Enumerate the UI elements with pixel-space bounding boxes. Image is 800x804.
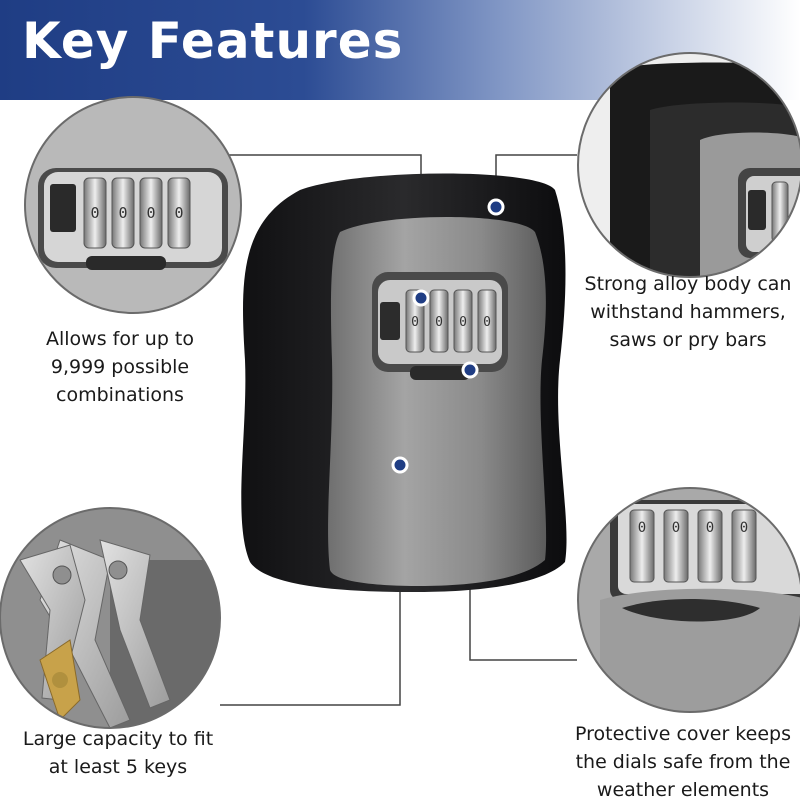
key-lock-box: 0 0 0 0 — [241, 173, 567, 592]
dial-digit: 0 — [459, 315, 467, 330]
dial-digit: 0 — [411, 315, 419, 330]
feature-line: Large capacity to fit — [22, 728, 214, 750]
dials: 0 0 0 0 — [405, 289, 497, 353]
marker-capacity — [391, 456, 409, 474]
marker-combinations — [412, 289, 430, 307]
detail-protective-cover: 0 0 0 0 — [577, 487, 800, 713]
protective-cover-lip — [410, 366, 470, 380]
feature-line: withstand hammers, — [590, 301, 786, 323]
svg-text:0: 0 — [146, 204, 155, 222]
svg-text:0: 0 — [740, 520, 748, 536]
feature-line: Allows for up to — [45, 328, 195, 350]
feature-combinations: Allows for up to 9,999 possible combinat… — [30, 325, 210, 409]
feature-line: 9,999 possible — [50, 356, 190, 378]
dial-digit: 0 — [483, 315, 491, 330]
markers — [391, 198, 505, 474]
svg-text:0: 0 — [706, 520, 714, 536]
feature-line: saws or pry bars — [609, 329, 767, 351]
feature-line: Protective cover keeps — [575, 723, 791, 745]
header-banner: Key Features — [0, 0, 800, 100]
marker-cover — [461, 361, 479, 379]
feature-line: weather elements — [596, 779, 770, 801]
feature-line: the dials safe from the — [575, 751, 791, 773]
svg-text:0: 0 — [118, 204, 127, 222]
feature-line: Strong alloy body can — [584, 273, 792, 295]
dial-digit: 0 — [435, 315, 443, 330]
page-title: Key Features — [22, 12, 404, 70]
detail-dials: 0 0 0 0 — [24, 96, 242, 314]
feature-line: combinations — [56, 384, 184, 406]
svg-text:0: 0 — [90, 204, 99, 222]
feature-line: at least 5 keys — [48, 756, 188, 778]
svg-text:0: 0 — [638, 520, 646, 536]
feature-cover: Protective cover keeps the dials safe fr… — [570, 720, 796, 804]
svg-text:0: 0 — [174, 204, 183, 222]
feature-alloy-body: Strong alloy body can withstand hammers,… — [580, 270, 796, 354]
feature-capacity: Large capacity to fit at least 5 keys — [10, 725, 226, 781]
marker-alloy — [487, 198, 505, 216]
slider-knob — [380, 302, 400, 340]
detail-alloy-body — [577, 52, 800, 278]
svg-text:0: 0 — [672, 520, 680, 536]
detail-keys — [0, 507, 221, 729]
